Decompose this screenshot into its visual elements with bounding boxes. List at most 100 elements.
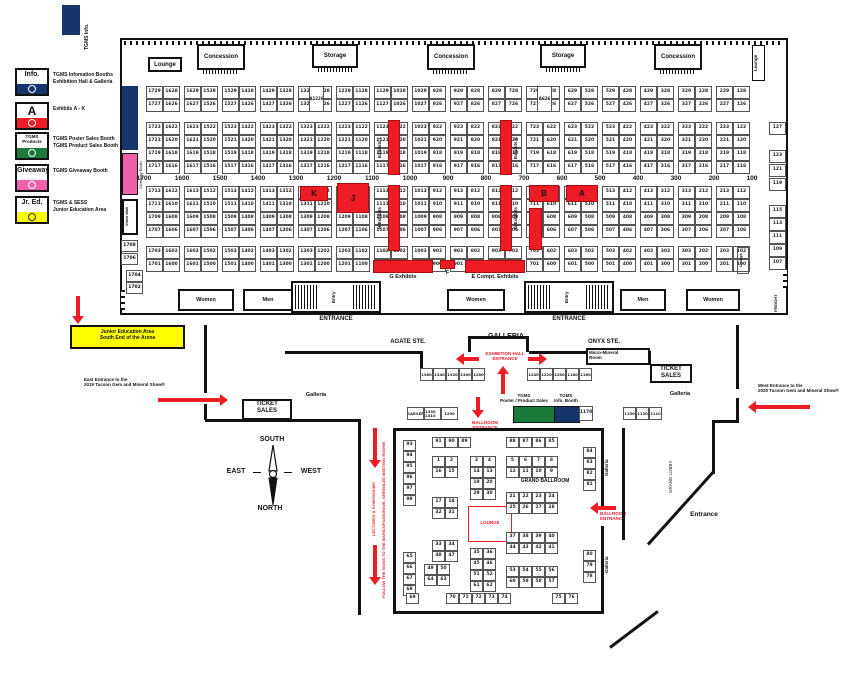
junior-education-box xyxy=(70,325,185,349)
booth-cell: 317 xyxy=(678,161,695,174)
tgms-logo-icon xyxy=(28,119,36,127)
booth-cell: 723 xyxy=(526,122,543,135)
booth-cell: 917 xyxy=(450,161,467,174)
booth-cell: 1520 xyxy=(201,135,218,148)
booth-cell: 400 xyxy=(619,259,636,272)
booth-cell: 2 xyxy=(445,456,458,467)
booth-cell: 24 xyxy=(545,492,558,503)
booth-cell: 1330 1310 xyxy=(424,407,441,420)
booth-cell: 1519 xyxy=(222,148,239,161)
booth-cell: 209 xyxy=(716,212,733,225)
compass-north: NORTH xyxy=(257,505,283,512)
booth-cell: 517 xyxy=(602,161,619,174)
booth-cell: 82 xyxy=(583,469,596,480)
booth-cell: 802 xyxy=(467,246,484,259)
booth-cell: 1507 xyxy=(222,225,239,238)
booth-cell: 907 xyxy=(450,225,467,238)
restroom-men: Men xyxy=(243,289,293,311)
booth-cell: 701 xyxy=(526,259,543,272)
aisle-number: 1500 xyxy=(212,175,228,182)
booth-cell: 120 xyxy=(733,135,750,148)
booth-cell: 620 xyxy=(543,135,560,148)
booth-cell: 1508 xyxy=(201,212,218,225)
booth-cell: 1417 xyxy=(260,161,277,174)
wall-diagonal xyxy=(609,610,659,649)
booth-cell: 521 xyxy=(602,135,619,148)
booth-cell: 228 xyxy=(695,86,712,99)
booth-cell: 219 xyxy=(716,148,733,161)
booth-cell: 619 xyxy=(564,148,581,161)
lounge-small-label: Lounge xyxy=(739,253,743,268)
wall-diagonal xyxy=(646,470,715,546)
ballroom-entrance-label-right: BALLROOM ENTRANCE xyxy=(600,511,626,521)
booth-cell: 500 xyxy=(581,259,598,272)
booth-cell: 1017 xyxy=(412,161,429,174)
booth-cell: 918 xyxy=(429,148,446,161)
booth-cell-special: A626 xyxy=(537,86,552,112)
aisle-number: 1300 xyxy=(288,175,304,182)
booth-cell: 719 xyxy=(526,148,543,161)
ticket-sales-right xyxy=(650,364,692,383)
legend-item-4: Giveaway xyxy=(15,164,49,192)
booth-cell: 1340 xyxy=(433,368,446,381)
exhibit-hbar xyxy=(440,260,455,269)
booth-cell: 509 xyxy=(602,212,619,225)
restroom-women: Women xyxy=(447,289,505,311)
booth-cell: 528 xyxy=(581,86,598,99)
booth-cell: 1421 xyxy=(260,135,277,148)
booth-cell: SARSEF xyxy=(407,407,424,420)
aisle-number: 1400 xyxy=(250,175,266,182)
booth-cell: 1606 xyxy=(163,225,180,238)
booth-cell: 310 xyxy=(657,199,674,212)
booth-cell: 326 xyxy=(657,99,674,112)
wall-segment xyxy=(358,419,361,615)
booth-cell: 910 xyxy=(429,199,446,212)
booth-cell: 71 xyxy=(459,593,472,604)
legend-color-bar xyxy=(17,212,47,222)
booth-cell: 411 xyxy=(640,199,657,212)
booth-cell: 1321 xyxy=(298,135,315,148)
booth-cell: 1240 xyxy=(527,368,540,381)
booth-cell: 920 xyxy=(429,135,446,148)
booth-cell: 217 xyxy=(716,161,733,174)
booth-cell: 516 xyxy=(581,161,598,174)
booth-cell: 1407 xyxy=(260,225,277,238)
booth-cell: 12 xyxy=(506,467,519,478)
booth-cell: 25 xyxy=(506,503,519,514)
booth-cell: 1513 xyxy=(222,186,239,199)
booth-cell: 1510 xyxy=(201,199,218,212)
booth-cell: 223 xyxy=(716,122,733,135)
booth-cell: 301 xyxy=(678,259,695,272)
booth-cell: 1409 xyxy=(260,212,277,225)
galleria-small-right: Galleria xyxy=(669,391,691,397)
booth-cell: 1401 xyxy=(260,259,277,272)
restroom-women: Women xyxy=(178,289,234,311)
booth-cell: 1218 xyxy=(315,148,332,161)
booth-cell: 906 xyxy=(429,225,446,238)
booth-cell: 1021 xyxy=(412,135,429,148)
booth-cell: 1217 xyxy=(336,161,353,174)
booth-cell: 618 xyxy=(543,148,560,161)
booth-cell: 721 xyxy=(526,135,543,148)
aisle-number: 1600 xyxy=(174,175,190,182)
booth-cell: 1203 xyxy=(336,246,353,259)
booth-cell: 302 xyxy=(657,246,674,259)
booth-cell: 1501 xyxy=(222,259,239,272)
booth-cell: 308 xyxy=(657,212,674,225)
booth-cell: 32 xyxy=(432,508,445,519)
booth-cell: 203 xyxy=(716,246,733,259)
exhibit-bar-label: D Exhibits xyxy=(513,207,518,230)
booth-cell: 16 xyxy=(432,467,445,478)
booth-cell: 62 xyxy=(483,581,496,592)
booth-cell: 91 xyxy=(432,437,445,448)
entrance-label: ENTRANCE xyxy=(319,316,353,322)
booth-cell: 1729 xyxy=(146,86,163,99)
booth-cell: 64 xyxy=(424,575,437,586)
booth-cell: 18 xyxy=(445,497,458,508)
booth-cell: 401 xyxy=(640,259,657,272)
booth-cell: 1419 xyxy=(260,148,277,161)
booth-cell: 20 xyxy=(483,478,496,489)
booth-cell: 1523 xyxy=(222,122,239,135)
booth-cell: 90 xyxy=(445,437,458,448)
legend-item-desc: Exhibits A - K xyxy=(53,106,86,112)
